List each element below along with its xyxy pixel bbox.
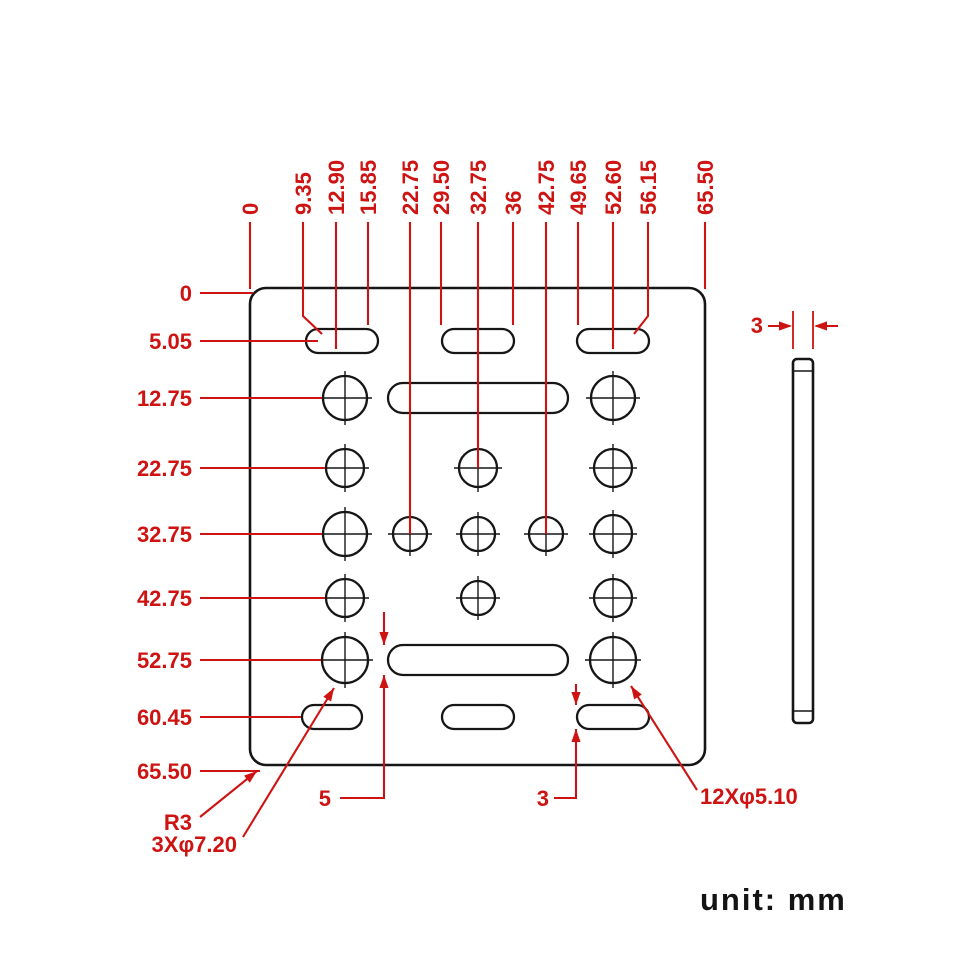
arrowhead: [814, 321, 827, 331]
top-dim-label: 0: [238, 203, 263, 215]
top-dim-label: 42.75: [534, 160, 559, 215]
drill-hole: [321, 444, 369, 492]
arrowhead: [779, 321, 792, 331]
top-dim-line: [633, 222, 650, 335]
top-dim-label: 56.15: [636, 160, 661, 215]
phi720-leader: [242, 687, 335, 838]
top-dim-label: 29.50: [429, 160, 454, 215]
drill-hole: [318, 371, 372, 425]
left-dim-label: 22.75: [137, 456, 192, 481]
top-dim-label: 9.35: [291, 172, 316, 215]
drill-hole: [317, 632, 373, 688]
leader-lines: [199, 612, 698, 838]
left-dim-label: 52.75: [137, 648, 192, 673]
plate-side-view: [791, 357, 815, 725]
callout-label: 12Xφ5.10: [700, 784, 798, 809]
top-dim-label: 15.85: [356, 160, 381, 215]
slot-hole: [575, 703, 651, 731]
drill-hole: [585, 632, 641, 688]
left-dim-label: 5.05: [149, 329, 192, 354]
top-dim-label: 22.75: [398, 160, 423, 215]
unit-label: unit: mm: [700, 882, 847, 917]
side-view-outline: [791, 357, 815, 725]
drill-hole: [586, 371, 640, 425]
drill-hole: [589, 510, 637, 558]
left-dim-label: 60.45: [137, 705, 192, 730]
arrowhead: [571, 729, 581, 742]
top-dim-label: 36: [501, 191, 526, 215]
top-dim-label: 49.65: [566, 160, 591, 215]
drill-hole: [318, 507, 372, 561]
top-dim-line: [301, 222, 323, 335]
left-dim-label: 0: [180, 281, 192, 306]
drill-holes: [317, 371, 641, 688]
left-dim-label: 65.50: [137, 759, 192, 784]
callout-label: 3: [537, 786, 549, 811]
callout-label: 5: [319, 786, 331, 811]
drill-hole: [589, 574, 637, 622]
drill-hole: [456, 576, 500, 620]
phi510-leader: [630, 685, 698, 791]
slot-hole: [300, 703, 364, 731]
left-dim-label: 42.75: [137, 586, 192, 611]
drill-hole: [321, 574, 369, 622]
thickness-dim-label: 3: [751, 313, 763, 338]
left-dim-label: 12.75: [137, 386, 192, 411]
arrowhead: [631, 686, 642, 700]
top-dim-label: 52.60: [601, 160, 626, 215]
left-dim-label: 32.75: [137, 522, 192, 547]
top-dim-label: 12.90: [324, 160, 349, 215]
dim3-lead: [554, 729, 578, 800]
callout-label: R3: [164, 810, 192, 835]
slot-holes: [300, 327, 651, 731]
top-dim-label: 32.75: [466, 160, 491, 215]
left-dimensions: 0 5.05 12.75 22.75 32.75 42.75 52.75 60.45 65.50: [137, 281, 325, 784]
top-dim-label: 65.50: [693, 160, 718, 215]
drill-hole: [589, 444, 637, 492]
drill-hole: [456, 512, 500, 556]
arrowhead: [244, 771, 257, 783]
thickness-dimension: 3: [751, 311, 838, 349]
callout-label: 3Xφ7.20: [152, 832, 237, 857]
slot-hole: [386, 643, 570, 677]
arrowhead: [323, 688, 334, 702]
arrowhead: [571, 692, 581, 705]
dim5-lead: [340, 675, 386, 800]
arrowhead: [379, 675, 389, 688]
arrowhead: [379, 632, 389, 645]
slot-hole: [440, 703, 516, 731]
